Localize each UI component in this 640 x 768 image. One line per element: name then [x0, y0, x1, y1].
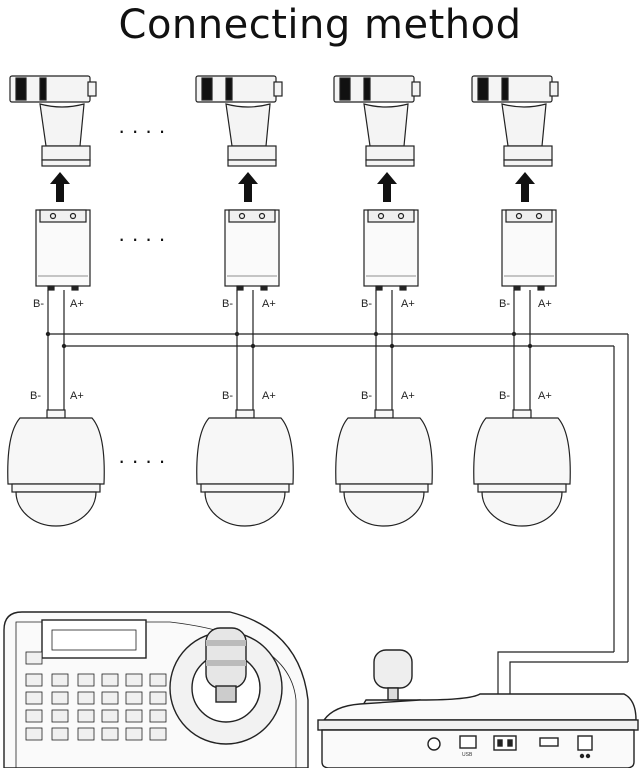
keypad [25, 651, 167, 741]
box-camera-2 [195, 75, 283, 167]
ellipsis-decoders: · · · · [118, 226, 166, 251]
decoder-4 [501, 209, 557, 291]
label-decoder4-a: A+ [538, 298, 552, 310]
box-camera-4 [471, 75, 559, 167]
arrows [50, 172, 535, 202]
terminal-labels: B- A+ B- A+ B- A+ B- A+ B- A+ B- A+ B- A… [30, 298, 552, 402]
ellipsis-domes: · · · · [118, 448, 166, 473]
decoder-row [35, 209, 557, 291]
label-dome1-b: B- [30, 390, 41, 402]
usb-port [459, 735, 477, 749]
label-dome4-a: A+ [538, 390, 552, 402]
label-dome4-b: B- [499, 390, 510, 402]
label-decoder2-a: A+ [262, 298, 276, 310]
keyboard-controller-rear-view: USB [317, 649, 639, 768]
label-dome3-b: B- [361, 390, 372, 402]
label-decoder2-b: B- [222, 298, 233, 310]
rear-joystick-handle [373, 649, 413, 689]
speed-dome-3 [335, 409, 433, 527]
label-dome2-a: A+ [262, 390, 276, 402]
decoder-1 [35, 209, 91, 291]
arrow-up-2 [238, 172, 258, 202]
box-camera-1 [9, 75, 97, 167]
speed-dome-4 [473, 409, 571, 527]
label-decoder1-b: B- [33, 298, 44, 310]
usb-port-label: USB [462, 752, 473, 758]
camera-row [9, 75, 559, 167]
dome-row [7, 409, 571, 527]
label-decoder1-a: A+ [70, 298, 84, 310]
arrow-up-4 [515, 172, 535, 202]
decoder-3 [363, 209, 419, 291]
rs485-wiring [45, 290, 629, 722]
label-decoder4-b: B- [499, 298, 510, 310]
bnc-port [427, 737, 441, 751]
rs485-terminal [493, 735, 517, 751]
box-camera-3 [333, 75, 421, 167]
label-decoder3-a: A+ [401, 298, 415, 310]
label-dome2-b: B- [222, 390, 233, 402]
switch [539, 737, 559, 747]
speed-dome-2 [196, 409, 294, 527]
joystick-handle [205, 627, 247, 689]
arrow-up-3 [377, 172, 397, 202]
label-dome1-a: A+ [70, 390, 84, 402]
decoder-2 [224, 209, 280, 291]
ellipsis-cameras: · · · · [118, 118, 166, 143]
diagram-title: Connecting method [118, 2, 522, 48]
arrow-up-1 [50, 172, 70, 202]
keyboard-controller-top-view [3, 611, 309, 768]
label-dome3-a: A+ [401, 390, 415, 402]
label-decoder3-b: B- [361, 298, 372, 310]
power-jack [577, 735, 593, 751]
speed-dome-1 [7, 409, 105, 527]
